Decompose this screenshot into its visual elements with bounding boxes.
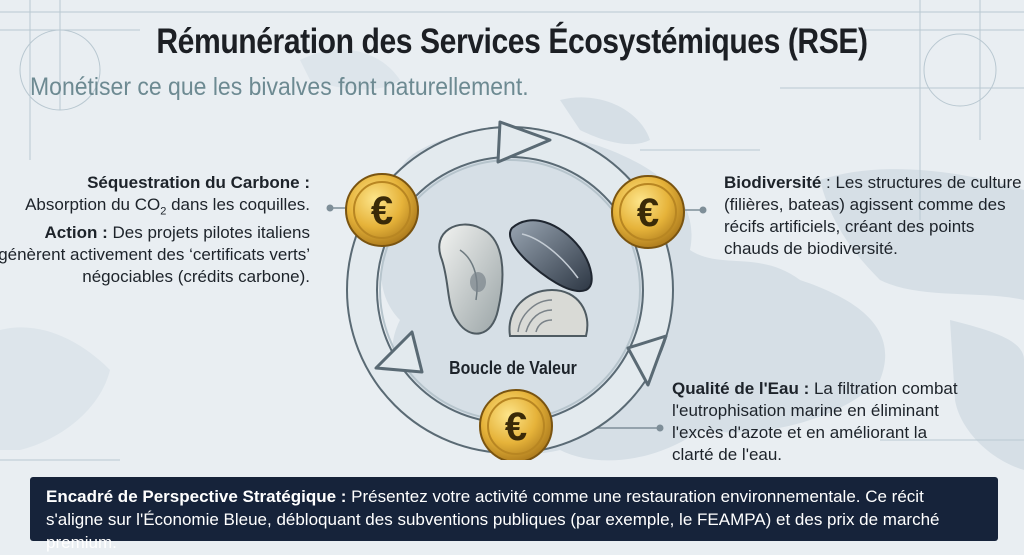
svg-text:€: € [371,189,393,233]
arrow-head-top [496,120,552,164]
carbon-action-text: Des projets pilotes italiens génèrent ac… [0,223,310,287]
svg-text:€: € [637,191,659,235]
carbon-sequestration-block: Séquestration du Carbone : Absorption du… [0,172,310,288]
water-text: La filtration combat l'eutrophisation ma… [672,379,958,464]
water-quality-block: Qualité de l'Eau : La filtration combat … [672,378,972,466]
euro-coin-icon-left: € [345,173,419,247]
carbon-action-label: Action : [44,223,108,243]
banner-heading: Encadré de Perspective Stratégique : [46,487,347,506]
svg-text:€: € [505,405,527,449]
oyster-icon [438,223,504,335]
carbon-line: Absorption du CO2 dans les coquilles. [25,195,310,218]
page-subtitle: Monétiser ce que les bivalves font natur… [30,73,529,101]
page-title: Rémunération des Services Écosystémiques… [156,22,868,61]
euro-coin-icon-right: € [611,175,685,249]
banner-text: Présentez votre activité comme une resta… [46,487,940,552]
mussel-icon [508,219,593,293]
euro-coin-icon-bottom: € [479,389,553,460]
center-label: Boucle de Valeur [449,358,577,378]
value-loop-diagram: € € € [345,120,685,460]
carbon-heading: Séquestration du Carbone : [87,173,310,192]
biodiversity-heading: Biodiversité [724,173,822,192]
arrow-head-left [374,330,424,374]
strategic-perspective-banner: Encadré de Perspective Stratégique : Pré… [30,477,998,552]
biodiversity-block: Biodiversité : Les structures de culture… [724,172,1024,260]
clam-icon [508,288,589,337]
biodiversity-text: : Les structures de culture (filières, b… [724,173,1022,258]
water-heading: Qualité de l'Eau : [672,379,810,398]
arrow-head-right [626,334,668,387]
